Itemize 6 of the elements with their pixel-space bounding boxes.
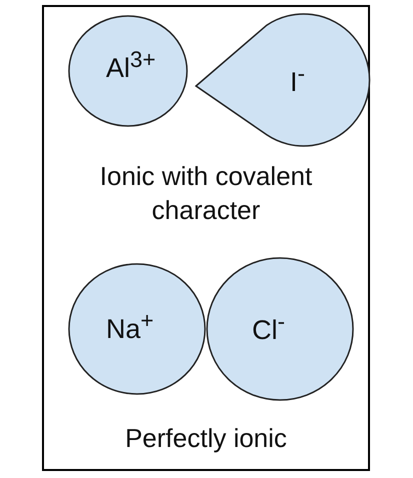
ion-symbol: Cl$^{-}$ [252,309,285,346]
ion-symbol: Na$^{+}$ [106,308,154,345]
caption-text: Ionic with covalent character [98,160,314,227]
ion-symbol: I$^{-}$ [290,61,306,98]
caption-text: Perfectly ionic [124,422,288,455]
ion-symbol: Al$^{3+}$ [106,47,156,84]
